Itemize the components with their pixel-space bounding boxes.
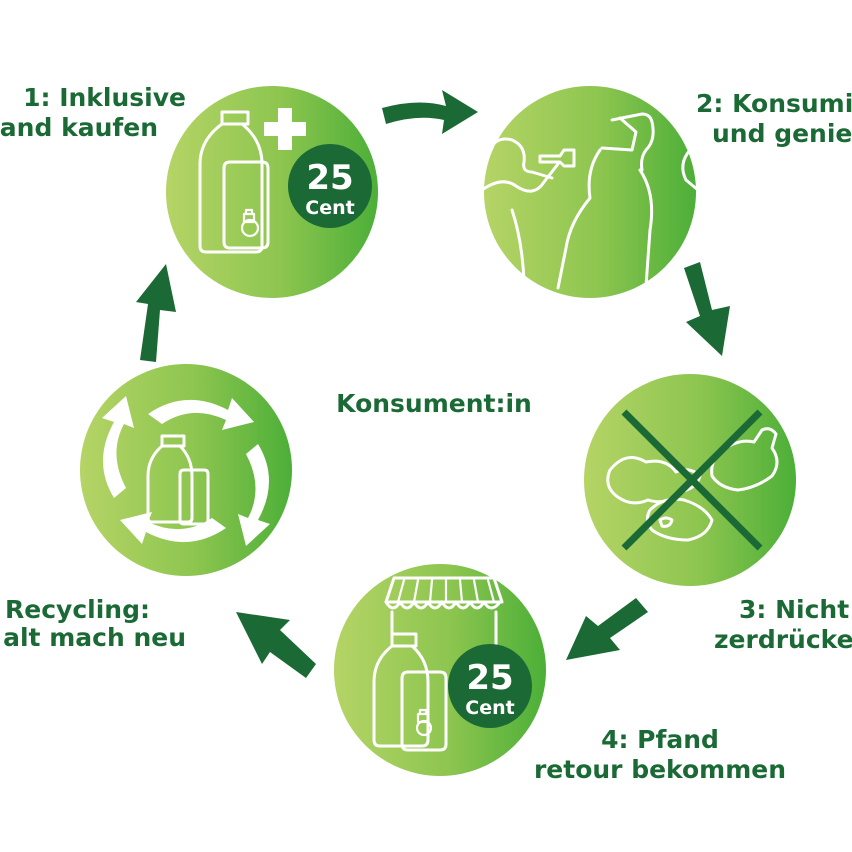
step-5-line-2: Aus alt mach neu [0,623,186,652]
arrow-4-to-5 [236,612,316,678]
badge-unit: Cent [465,697,514,719]
arrow-3-to-4 [566,598,648,660]
step-3-line-1: 3: Nicht [739,595,849,624]
step-1-line-2: Pfand kaufen [0,113,158,142]
step-2-line-2: und genießen [712,119,852,148]
step-1-line-1: 1: Inklusive [23,83,186,112]
step-2-label: 2: Konsumieren und genießen [696,89,852,148]
step-3-line-2: zerdrücken [714,625,852,654]
step-2-line-1: 2: Konsumieren [696,89,852,118]
step-2-circle [480,86,700,298]
step-3-circle [584,374,796,586]
cycle-arrows [136,90,730,678]
step-5-circle [80,364,292,576]
badge-value: 25 [306,158,353,198]
step-4-line-2: retour bekommen [534,755,786,784]
step-1-circle: 25 Cent [166,86,378,298]
bottle-can-plus-icon [198,108,306,254]
price-badge-step-4: 25 Cent [448,644,532,728]
price-badge-step-1: 25 Cent [288,144,372,228]
step-4-line-1: 4: Pfand [601,725,719,754]
people-drinking-icon [480,112,700,290]
center-label: Konsument:in [336,389,532,418]
step-4-circle: 25 Cent [334,564,546,776]
arrow-2-to-3 [684,262,730,356]
recycle-arrows-icon [102,396,270,546]
step-4-label: 4: Pfand retour bekommen [534,725,786,784]
step-1-label: 1: Inklusive Pfand kaufen [0,83,186,142]
arrow-1-to-2 [382,90,478,134]
step-3-label: 3: Nicht zerdrücken [714,595,852,654]
step-5-label: 5: Recycling: Aus alt mach neu [0,595,186,652]
crushed-bottles-crossed-icon [606,409,779,551]
badge-unit: Cent [305,197,354,219]
arrow-5-to-1 [136,264,176,362]
badge-value: 25 [466,658,513,698]
step-5-line-1: 5: Recycling: [0,595,150,624]
